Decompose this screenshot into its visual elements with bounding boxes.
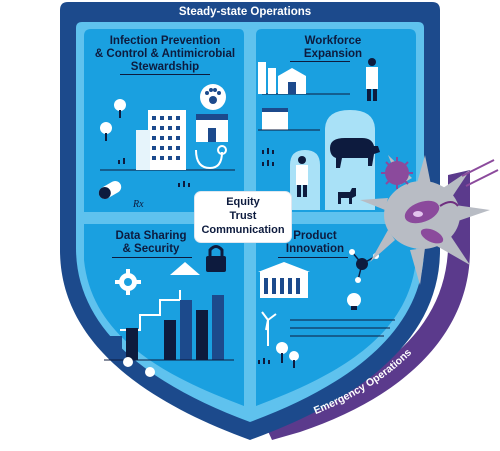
ipc-title-line3: Stewardship xyxy=(130,61,200,73)
data-illustration xyxy=(104,245,234,377)
workforce-title-line1: Workforce xyxy=(304,35,362,47)
pathogen-cluster xyxy=(360,155,499,285)
product-title-line1: Product xyxy=(293,230,337,242)
cow-icon xyxy=(330,138,380,168)
pill-icon xyxy=(98,181,122,199)
lightbulb-icon xyxy=(347,293,361,310)
ipc-underline xyxy=(120,74,210,75)
stethoscope-icon xyxy=(195,149,223,170)
ipc-title-line1: Infection Prevention xyxy=(109,35,221,47)
rx-label: Rx xyxy=(133,199,144,210)
workforce-underline xyxy=(290,61,350,62)
center-values-box: Equity Trust Communication xyxy=(194,191,292,243)
product-underline xyxy=(278,257,348,258)
gear-icon xyxy=(115,269,141,295)
data-underline xyxy=(112,257,192,258)
ipc-title-line2: & Control & Antimicrobial xyxy=(94,48,236,60)
motion-lines xyxy=(461,159,499,187)
ipc-title: Infection Prevention & Control & Antimic… xyxy=(90,35,240,74)
product-title: Product Innovation xyxy=(270,230,360,256)
bacteria-icon xyxy=(404,200,459,224)
data-title-line1: Data Sharing xyxy=(115,230,187,242)
data-title-line2: & Security xyxy=(122,243,180,255)
data-title: Data Sharing & Security xyxy=(96,230,206,256)
workforce-illustration xyxy=(258,58,380,210)
steady-state-title: Steady-state Operations xyxy=(178,6,312,18)
workforce-title-line2: Expansion xyxy=(303,48,363,60)
center-communication: Communication xyxy=(201,224,285,236)
center-trust: Trust xyxy=(229,210,257,222)
product-title-line2: Innovation xyxy=(285,243,345,255)
workforce-title: Workforce Expansion xyxy=(268,35,398,61)
ipc-illustration xyxy=(98,84,235,199)
virus-icon xyxy=(381,157,413,189)
lock-icon xyxy=(206,245,226,272)
dog-icon xyxy=(338,188,356,204)
center-equity: Equity xyxy=(226,196,260,208)
